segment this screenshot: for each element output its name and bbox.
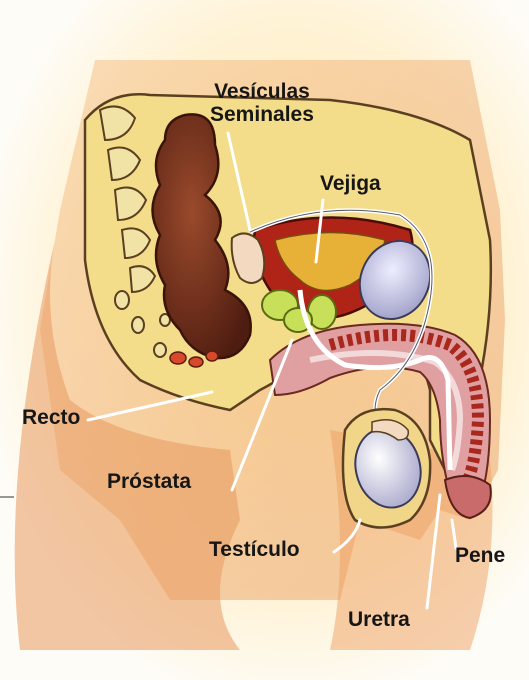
label-pene: Pene bbox=[455, 544, 505, 567]
label-uretra: Uretra bbox=[348, 608, 410, 631]
label-testiculo: Testículo bbox=[209, 538, 300, 561]
label-vejiga: Vejiga bbox=[320, 172, 381, 195]
label-vesiculas-seminales: Vesículas Seminales bbox=[210, 80, 314, 126]
label-vesiculas-line1: Vesículas bbox=[210, 80, 314, 103]
label-prostata: Próstata bbox=[107, 470, 191, 493]
label-vesiculas-line2: Seminales bbox=[210, 103, 314, 126]
label-recto: Recto bbox=[22, 406, 80, 429]
